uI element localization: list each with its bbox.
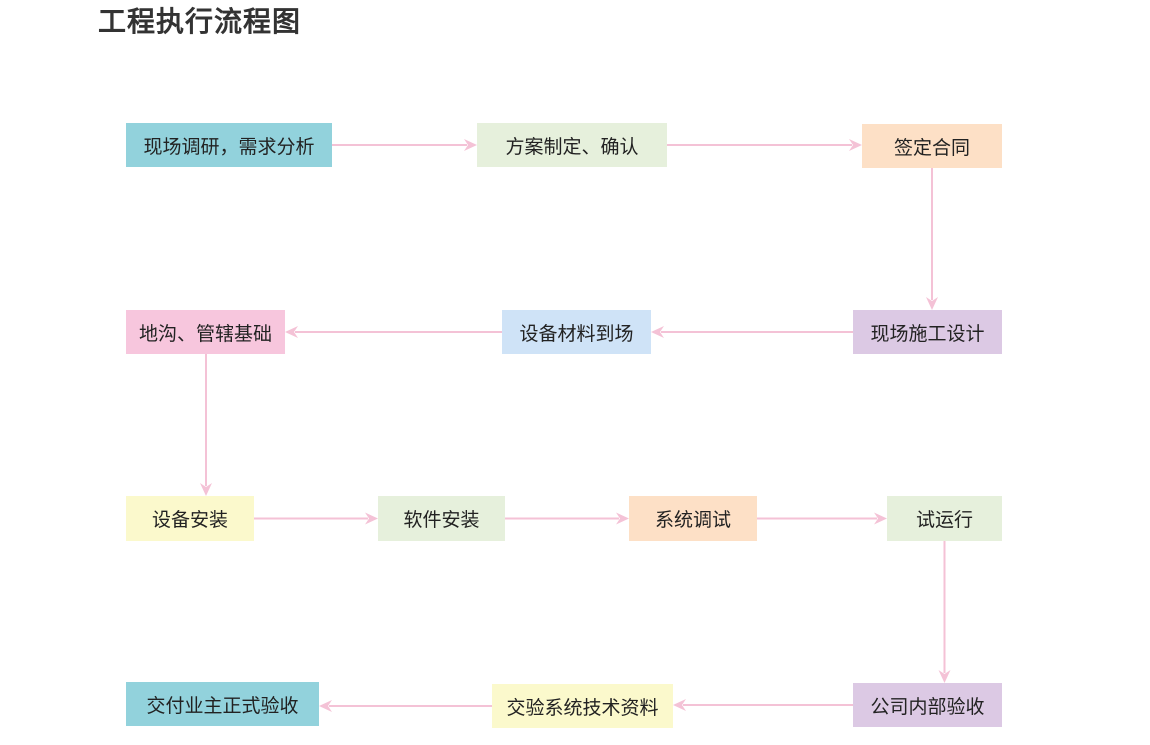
flow-arrow-head	[200, 483, 212, 496]
flow-arrow-head	[285, 326, 298, 338]
node-software-install: 软件安装	[378, 496, 505, 541]
flow-arrow-head	[874, 512, 887, 525]
flow-arrow	[200, 354, 212, 496]
flow-arrow	[285, 326, 502, 338]
flow-arrow-head	[319, 700, 332, 712]
page-title: 工程执行流程图	[98, 5, 302, 38]
flow-arrow-head	[651, 326, 664, 338]
node-internal-acceptance: 公司内部验收	[853, 683, 1002, 727]
node-materials-arrive: 设备材料到场	[502, 310, 651, 354]
flow-arrow	[938, 541, 951, 683]
flow-arrow	[651, 326, 853, 338]
node-trench-foundation: 地沟、管辖基础	[126, 310, 285, 354]
flow-arrow-head	[365, 512, 378, 525]
flow-arrow	[673, 699, 853, 711]
flow-arrow-head	[926, 297, 938, 310]
flow-arrow	[332, 139, 477, 151]
node-sign-contract: 签定合同	[862, 124, 1002, 168]
flow-arrow-head	[938, 670, 951, 683]
node-site-design: 现场施工设计	[853, 310, 1002, 354]
node-owner-acceptance: 交付业主正式验收	[126, 682, 319, 726]
flow-arrow-head	[464, 139, 477, 151]
node-site-survey: 现场调研，需求分析	[126, 123, 332, 167]
flow-arrow	[254, 512, 378, 525]
flow-arrow	[505, 512, 629, 525]
flow-arrow	[926, 168, 938, 310]
node-equipment-install: 设备安装	[126, 496, 254, 541]
flow-arrow	[667, 139, 862, 151]
flow-arrow	[319, 700, 492, 712]
flow-arrow	[757, 512, 887, 525]
flow-arrow-head	[616, 512, 629, 525]
flow-arrow-head	[673, 699, 686, 711]
flow-arrow-head	[849, 139, 862, 151]
node-system-debug: 系统调试	[629, 496, 757, 541]
node-trial-run: 试运行	[887, 496, 1002, 541]
node-tech-docs: 交验系统技术资料	[492, 684, 673, 728]
node-plan-confirm: 方案制定、确认	[477, 123, 667, 167]
